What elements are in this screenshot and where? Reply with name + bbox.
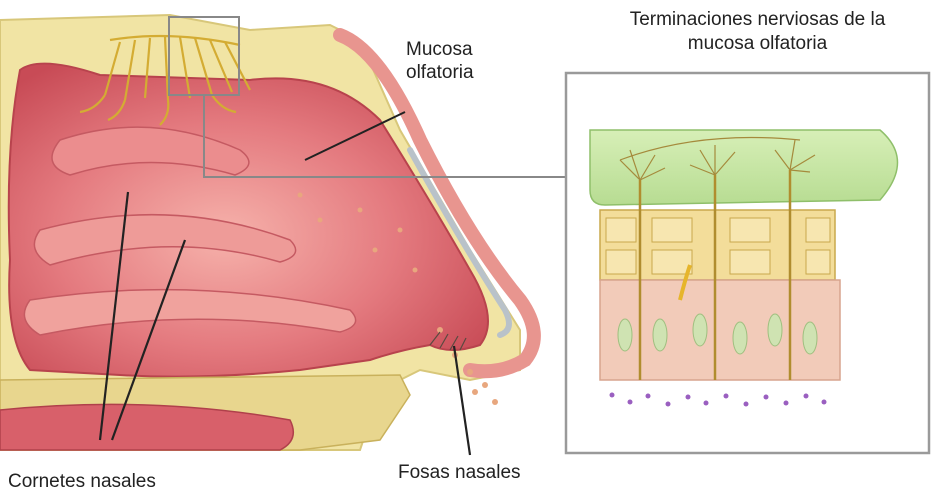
inset-title-line1: Terminaciones nerviosas de la bbox=[585, 8, 930, 32]
cornetes-label: Cornetes nasales bbox=[8, 470, 156, 493]
inset-title-line2: mucosa olfatoria bbox=[585, 32, 930, 56]
inset-title: Terminaciones nerviosas de la mucosa olf… bbox=[585, 8, 930, 56]
mucosa-label-line1: Mucosa bbox=[406, 39, 473, 60]
inset-panel bbox=[566, 73, 929, 453]
nasal-cavity bbox=[9, 64, 488, 377]
mucosa-label-line2: olfatoria bbox=[406, 62, 474, 83]
mucosa-label: Mucosa olfatoria bbox=[406, 38, 474, 84]
fosas-label: Fosas nasales bbox=[398, 461, 521, 484]
